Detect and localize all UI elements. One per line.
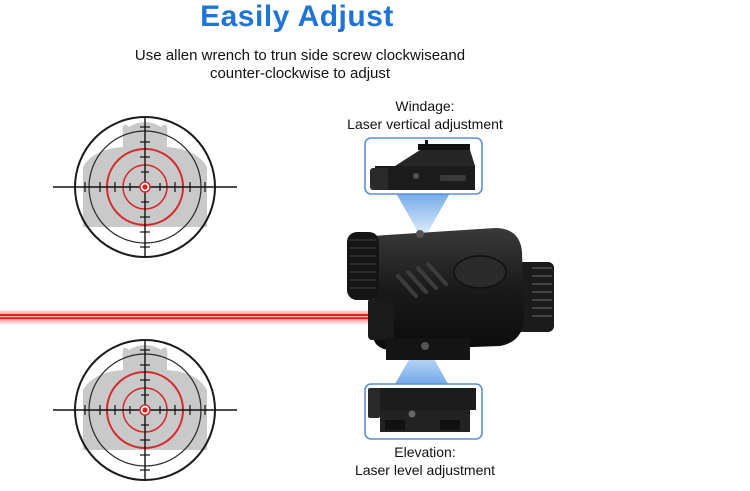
instruction-line-2: counter-clockwise to adjust bbox=[209, 65, 391, 82]
crosshair-reticle-icon bbox=[52, 339, 238, 481]
windage-spotlight bbox=[396, 193, 450, 232]
windage-description: Laser vertical adjustment bbox=[347, 116, 503, 132]
windage-label: Windage: bbox=[395, 98, 455, 114]
elevation-label: Elevation: bbox=[394, 444, 456, 460]
elevation-caption: Elevation: Laser level adjustment bbox=[320, 443, 530, 479]
windage-detail-icon bbox=[364, 137, 483, 195]
instruction-text: Use allen wrench to trun side screw cloc… bbox=[80, 47, 520, 83]
instruction-line-1: Use allen wrench to trun side screw cloc… bbox=[134, 47, 466, 64]
page-title: Easily Adjust bbox=[200, 0, 394, 33]
crosshair-reticle-icon bbox=[52, 116, 238, 258]
laser-beam bbox=[0, 310, 372, 324]
elevation-detail-icon bbox=[364, 383, 483, 440]
elevation-spotlight bbox=[395, 346, 448, 384]
elevation-description: Laser level adjustment bbox=[354, 462, 496, 478]
windage-caption: Windage: Laser vertical adjustment bbox=[320, 97, 530, 133]
laser-sight-device bbox=[347, 228, 554, 360]
